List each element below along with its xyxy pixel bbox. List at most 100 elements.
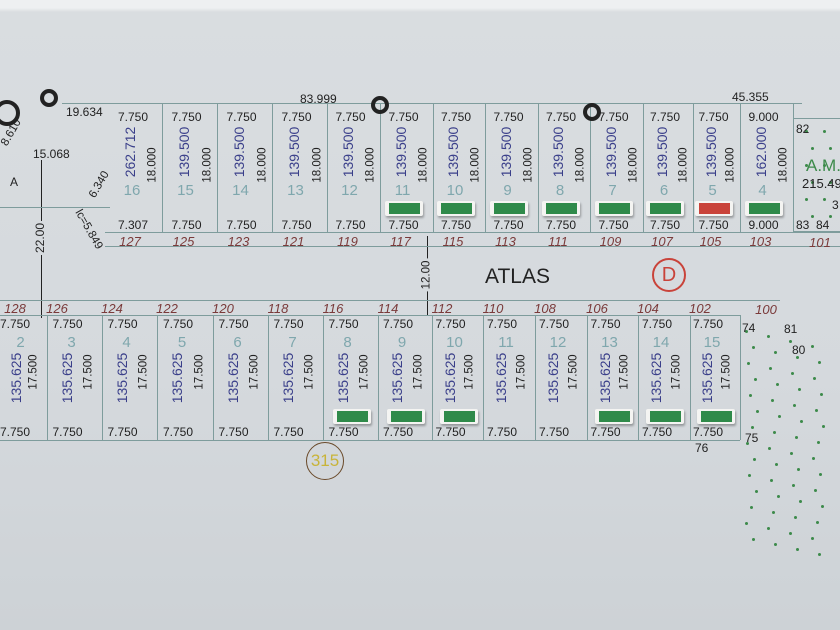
lot-back-dimension: 7.750 [435, 425, 466, 439]
lot-line [485, 104, 486, 232]
segment-left-dimension: 19.634 [66, 105, 103, 119]
lot-front-dimension: 7.750 [642, 317, 673, 331]
lot-back-dimension: 7.750 [171, 218, 202, 232]
lot-line [538, 104, 539, 232]
lot-back-dimension: 7.307 [118, 218, 149, 232]
lot-number: 4 [758, 182, 767, 199]
green-area-dot [773, 431, 776, 434]
street-number: 126 [46, 301, 68, 316]
lot-status-tag [489, 201, 528, 216]
lot-status-tag [594, 409, 633, 424]
block-boundary [0, 207, 110, 208]
green-area-dot [789, 532, 792, 535]
street-edge [0, 300, 780, 301]
point-label: 82 [796, 122, 810, 136]
green-area-dot [797, 468, 800, 471]
lot-back-dimension: 7.750 [383, 425, 414, 439]
green-area-dot [805, 164, 808, 167]
green-area-dot [796, 356, 799, 359]
lot-number: 7 [608, 182, 617, 199]
green-area-dot [823, 198, 826, 201]
lot-area: 139.500 [339, 126, 356, 178]
lot-area: 135.625 [224, 352, 241, 404]
lot-area: 162.000 [752, 126, 769, 178]
street-number: 105 [699, 234, 722, 249]
point-label: 76 [695, 441, 709, 455]
lot-line [162, 104, 163, 232]
lot-area: 135.625 [545, 352, 561, 404]
lot-depth-dimension: 17.500 [412, 354, 425, 390]
survey-marker [583, 103, 601, 121]
lot-back-dimension: 7.750 [650, 218, 681, 232]
lot-area: 139.500 [497, 126, 514, 178]
lot-back-dimension: 7.750 [0, 425, 31, 439]
street-number: 125 [172, 234, 195, 249]
green-area-dot [812, 457, 815, 460]
lot-area: 139.500 [445, 126, 461, 178]
block-boundary [740, 315, 741, 440]
lot-number: 6 [659, 182, 669, 199]
green-area-dot [775, 463, 778, 466]
block-boundary [105, 232, 840, 233]
lot-depth-dimension: 18.000 [311, 147, 324, 183]
street-number: 116 [322, 301, 344, 316]
lot-depth-dimension: 17.500 [463, 354, 476, 390]
green-area-dot [767, 527, 770, 530]
lot-front-dimension: 7.750 [163, 317, 194, 331]
lot-depth-dimension: 17.500 [515, 354, 528, 390]
lot-area: 139.500 [392, 126, 409, 178]
green-area-size: 215.49 [802, 176, 840, 191]
lot-depth-dimension: 17.500 [27, 354, 40, 390]
street-number: 121 [282, 234, 305, 249]
circled-label: 315 [306, 442, 344, 480]
lot-front-dimension: 7.750 [388, 110, 419, 124]
lot-line [740, 104, 741, 232]
lot-depth-dimension: 18.000 [417, 147, 430, 183]
lot-area: 139.500 [550, 126, 566, 178]
green-area-dot [817, 441, 820, 444]
lot-number: 13 [601, 334, 618, 351]
lot-line [217, 104, 218, 232]
lot-back-dimension: 7.750 [539, 425, 570, 439]
green-area-label: A.M. [806, 156, 840, 175]
point-label: 81 [784, 322, 798, 336]
lot-number: 3 [67, 334, 76, 351]
lot-number: 7 [288, 334, 297, 351]
lot-line [272, 104, 273, 232]
green-area-dot [774, 543, 777, 546]
street-number: 119 [337, 234, 358, 249]
green-area-dot [769, 367, 772, 370]
street-number: 108 [534, 301, 556, 316]
inner-top-dimension: 15.068 [33, 147, 70, 161]
lot-status-tag [387, 409, 425, 424]
point-label: 74 [742, 321, 756, 335]
green-area-dot [771, 399, 774, 402]
green-area-dot [750, 506, 753, 509]
green-area-dot [753, 458, 756, 461]
lot-line [690, 315, 691, 440]
lot-depth-dimension: 17.500 [358, 354, 371, 390]
lot-depth-dimension: 18.000 [201, 147, 214, 183]
lot-depth-dimension: 17.500 [137, 354, 150, 390]
lot-area: 135.625 [58, 352, 75, 404]
lot-number: 5 [177, 334, 187, 351]
lot-status-tag [384, 201, 423, 216]
lot-front-dimension: 7.750 [546, 110, 577, 124]
green-area-dot [770, 479, 773, 482]
lot-number: 9 [397, 334, 407, 351]
lot-line [535, 315, 536, 440]
green-area-dot [796, 548, 799, 551]
lot-back-dimension: 9.000 [748, 218, 779, 232]
lot-back-dimension: 7.750 [107, 425, 138, 439]
street-edge [105, 246, 840, 247]
green-area-dot [752, 346, 755, 349]
lot-depth-dimension: 18.000 [724, 147, 737, 183]
street-number: 123 [227, 234, 250, 249]
street-number: 127 [119, 234, 141, 249]
lot-front-dimension: 7.750 [493, 110, 524, 124]
lot-front-dimension: 7.750 [328, 317, 359, 331]
green-area-dot [829, 215, 832, 218]
green-area-dot [818, 553, 821, 556]
lot-area: 135.625 [648, 352, 664, 404]
point-label: 75 [745, 431, 759, 445]
